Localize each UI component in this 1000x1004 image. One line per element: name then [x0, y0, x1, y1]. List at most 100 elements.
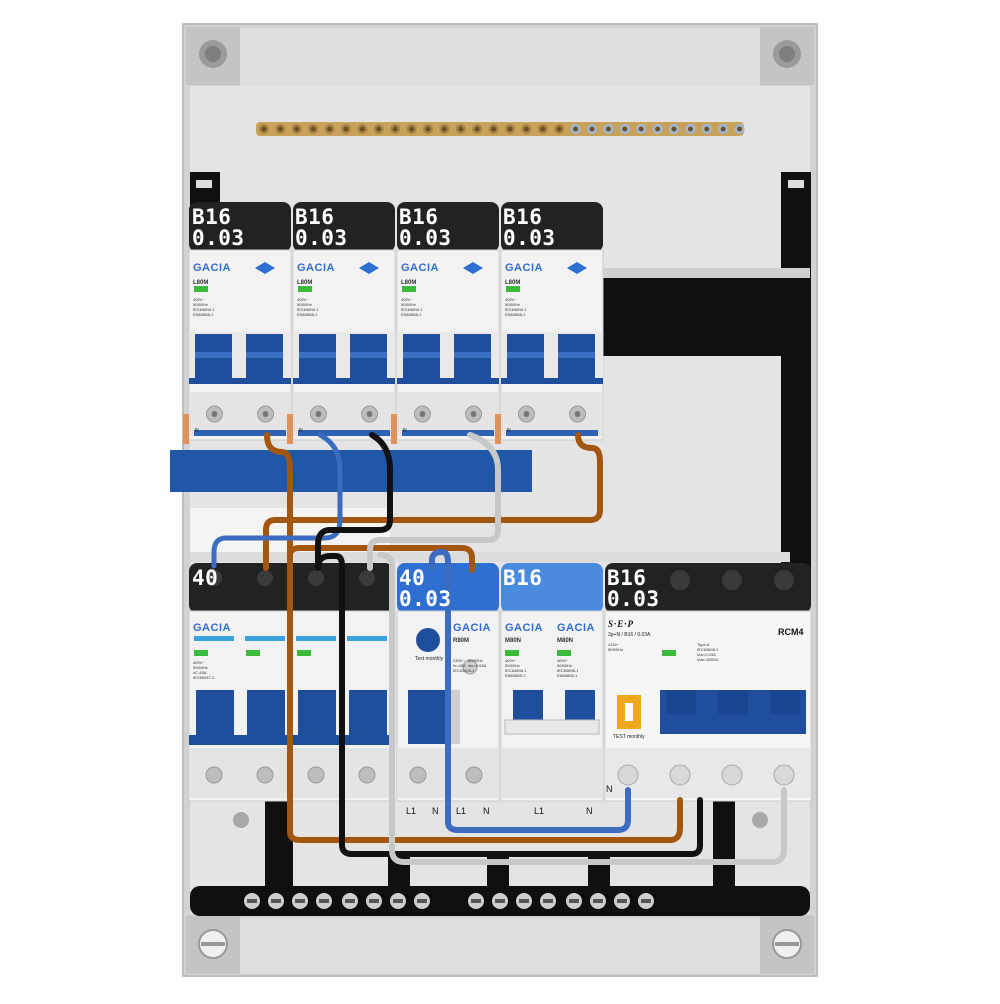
device-label-plate: [397, 202, 499, 252]
earth-screw-center: [425, 126, 431, 132]
earth-screw-center: [523, 126, 529, 132]
status-indicator: [557, 650, 571, 656]
terminal-strip: [397, 392, 499, 436]
rccb-model: R80M: [453, 638, 470, 644]
top-breaker-2-trip: 0.03: [295, 226, 348, 250]
comb-pin: [183, 414, 189, 444]
corner-screw-tr: [760, 27, 814, 85]
din-rail-right: [781, 172, 811, 572]
earth-screw-center: [671, 126, 677, 132]
status-indicator: [662, 650, 676, 656]
status-indicator: [246, 650, 260, 656]
pole-stripe: [245, 636, 285, 641]
terminal-l1-3: L1: [534, 806, 545, 816]
mcb-toggle: [513, 690, 543, 720]
status-indicator: [505, 650, 519, 656]
breaker-toggle-highlight: [195, 352, 232, 358]
wire-black-2: [315, 553, 703, 857]
top-terminal-n-2: N: [299, 428, 303, 434]
earth-screw-center: [327, 126, 333, 132]
earth-screw-center: [556, 126, 562, 132]
terminal-clip: [298, 430, 390, 436]
terminal-screw-center: [366, 411, 373, 417]
device-label-plate: [501, 202, 603, 252]
mcb-handle-bar: [504, 719, 600, 735]
top-breaker-4-model: L80M: [505, 280, 521, 286]
top-breaker-2-spec: 400V~ 50/60Hz IEC60898-1 EN60898-1: [297, 297, 319, 317]
breaker-toggle-highlight: [454, 352, 491, 358]
din-rail-top-edge: [600, 268, 810, 278]
earth-screw-center: [310, 126, 316, 132]
terminal-screw-center: [315, 411, 322, 417]
comb-pin: [495, 414, 501, 444]
mcb-a-brand: GACIA: [505, 622, 543, 634]
top-breaker-1-brand: GACIA: [193, 262, 231, 274]
comb-pin: [287, 414, 293, 444]
earth-screw-center: [540, 126, 546, 132]
din-rail-top: [600, 278, 810, 356]
breaker-toggle-highlight: [403, 352, 440, 358]
terminal-screw: [617, 764, 639, 786]
top-breaker-4-trip: 0.03: [503, 226, 556, 250]
neutral-screw-slot: [617, 899, 627, 903]
main-switch-toggle: [196, 690, 234, 738]
brand-logo-icon: [567, 262, 587, 274]
top-breaker-1-spec: 400V~ 50/60Hz IEC60898-1 EN60898-1: [193, 297, 215, 317]
pole-stripe: [194, 636, 234, 641]
neutral-screw-slot: [543, 899, 553, 903]
cover-strip-edge: [190, 552, 790, 562]
wire-brown-2: [263, 432, 603, 571]
device-handle-base: [293, 378, 395, 384]
earth-screw-center: [687, 126, 693, 132]
terminal-screw: [465, 766, 483, 784]
sep-subtitle: 3p+N / B16 / 0.03A: [608, 632, 651, 638]
terminal-screw: [205, 766, 223, 784]
earth-screw-center: [343, 126, 349, 132]
top-breaker-3-brand: GACIA: [401, 262, 439, 274]
sep-toggle: [666, 690, 696, 714]
bottom-cover: [240, 918, 760, 974]
top-terminal-n-3: N: [403, 428, 407, 434]
top-breaker-4-brand: GACIA: [505, 262, 543, 274]
mcb-toggle: [565, 690, 595, 720]
earth-screw-center: [441, 126, 447, 132]
terminal-screw: [256, 766, 274, 784]
terminal-l1-2: L1: [456, 806, 467, 816]
wire-grey-1: [367, 432, 501, 571]
earth-screw-center: [704, 126, 710, 132]
sep-toggle: [770, 690, 800, 714]
terminal-screw-top: [722, 570, 742, 590]
pole-stripe: [347, 636, 387, 641]
terminal-n-3: N: [586, 806, 593, 816]
device-label-plate: [189, 202, 291, 252]
top-terminal-n-4: N: [507, 428, 511, 434]
neutral-screw-slot: [295, 899, 305, 903]
corner-screw-br: [760, 916, 814, 974]
sep-unit-rating: B16: [607, 566, 647, 590]
sep-test-label: TEST monthly: [613, 734, 645, 740]
neutral-screw-slot: [271, 899, 281, 903]
earth-screw-center: [655, 126, 661, 132]
mount-hole: [233, 812, 249, 828]
status-indicator: [506, 286, 520, 292]
status-indicator: [194, 650, 208, 656]
terminal-clip: [402, 430, 494, 436]
rccb-spec: 230V~ 50/60Hz In=40A Idn=0.03A IEC61008-…: [453, 658, 487, 673]
earth-screw-center: [605, 126, 611, 132]
top-breaker-3-model: L80M: [401, 280, 417, 286]
breaker-toggle-highlight: [350, 352, 387, 358]
device-handle-base: [189, 378, 291, 384]
status-indicator: [297, 650, 311, 656]
status-indicator: [298, 286, 312, 292]
device-label-plate: [293, 202, 395, 252]
device-handle-base: [501, 378, 603, 384]
neutral-screw-slot: [417, 899, 427, 903]
pole-stripe: [296, 636, 336, 641]
rccb-test-label: Test monthly: [415, 656, 444, 662]
neutral-screw-slot: [641, 899, 651, 903]
terminal-screw-center: [470, 411, 477, 417]
earth-screw-center: [376, 126, 382, 132]
earth-screw-center: [409, 126, 415, 132]
earth-screw-center: [458, 126, 464, 132]
